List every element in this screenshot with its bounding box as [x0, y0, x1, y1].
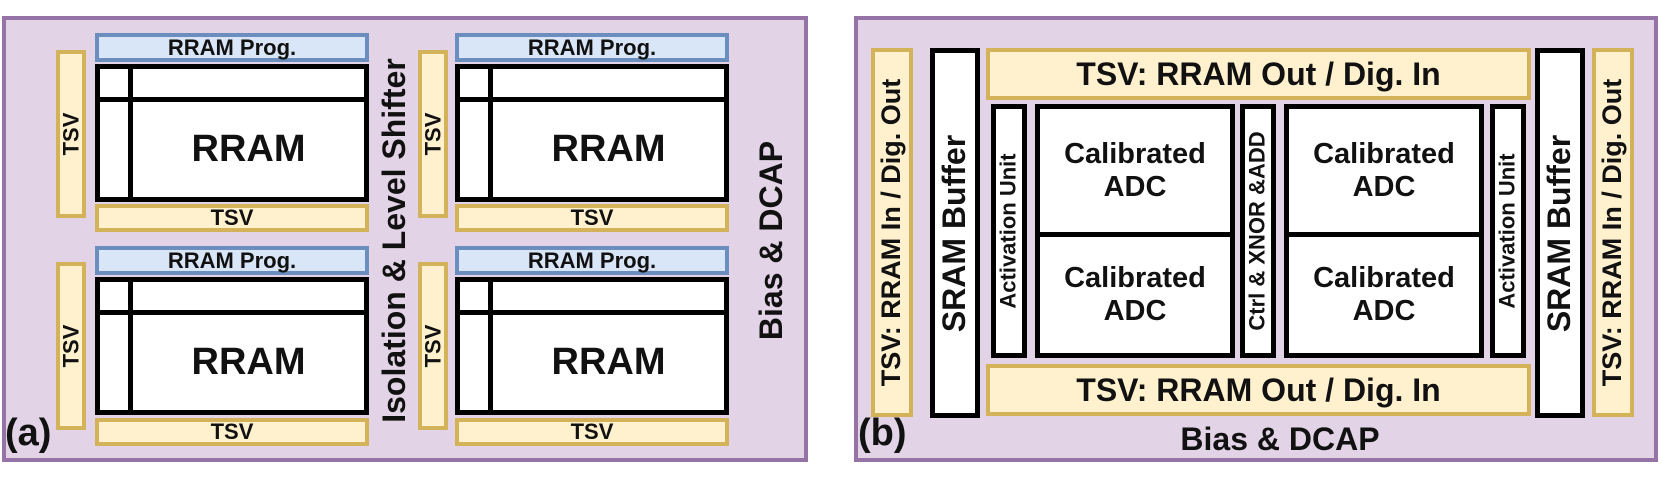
tsv-a-bottom-2: TSV	[455, 204, 729, 232]
rram-prog-2: RRAM Prog.	[455, 33, 729, 62]
sram-buffer-right-label: SRAM Buffer	[1541, 134, 1578, 332]
bias-dcap-a-label: Bias & DCAP	[753, 140, 790, 340]
calibrated-adc-4-line2: ADC	[1352, 295, 1416, 327]
rram-array-3-label: RRAM	[191, 341, 306, 383]
panel-b-label-text: (b)	[858, 412, 907, 454]
rram-array-4-label: RRAM	[551, 341, 666, 383]
rram-prog-3: RRAM Prog.	[95, 246, 369, 275]
activation-unit-left: Activation Unit	[991, 104, 1027, 358]
bias-dcap-b-label: Bias & DCAP	[1180, 420, 1380, 457]
rram-array-3: RRAM	[95, 277, 369, 415]
tsv-a-left-4: TSV	[418, 262, 448, 430]
tsv-b-bottom-label: TSV: RRAM Out / Dig. In	[1076, 371, 1441, 408]
tsv-a-bottom-1-label: TSV	[210, 205, 254, 230]
tsv-b-top: TSV: RRAM Out / Dig. In	[986, 48, 1531, 100]
rram-prog-1-label: RRAM Prog.	[167, 34, 297, 60]
tsv-b-left-label: TSV: RRAM In / Dig. Out	[876, 78, 907, 387]
tsv-b-left: TSV: RRAM In / Dig. Out	[871, 48, 913, 417]
tsv-a-left-2-label: TSV	[420, 112, 446, 156]
tsv-a-bottom-2-label: TSV	[570, 205, 614, 230]
bias-dcap-b: Bias & DCAP	[1100, 420, 1460, 458]
tsv-a-left-1: TSV	[56, 50, 86, 218]
tsv-b-right: TSV: RRAM In / Dig. Out	[1592, 48, 1634, 417]
tsv-a-bottom-4-label: TSV	[570, 419, 614, 444]
rram-prog-1: RRAM Prog.	[95, 33, 369, 62]
rram-array-4: RRAM	[455, 277, 729, 415]
rram-prog-3-label: RRAM Prog.	[167, 247, 297, 273]
calibrated-adc-2: Calibrated ADC	[1035, 232, 1235, 358]
activation-unit-right: Activation Unit	[1490, 104, 1526, 358]
tsv-a-bottom-4: TSV	[455, 418, 729, 446]
sram-buffer-left-label: SRAM Buffer	[936, 134, 973, 332]
calibrated-adc-4-line1: Calibrated	[1313, 262, 1455, 294]
calibrated-adc-1-line2: ADC	[1103, 170, 1167, 203]
calibrated-adc-4: Calibrated ADC	[1284, 232, 1484, 358]
sram-buffer-right: SRAM Buffer	[1535, 48, 1585, 418]
calibrated-adc-2-line1: Calibrated	[1064, 262, 1206, 294]
tsv-b-top-label: TSV: RRAM Out / Dig. In	[1076, 55, 1441, 92]
tsv-a-bottom-1: TSV	[95, 204, 369, 232]
calibrated-adc-1: Calibrated ADC	[1035, 104, 1235, 237]
tsv-a-left-3-label: TSV	[58, 324, 84, 368]
tsv-a-bottom-3: TSV	[95, 418, 369, 446]
rram-prog-4-label: RRAM Prog.	[527, 247, 657, 273]
tsv-a-left-3: TSV	[56, 262, 86, 430]
tsv-a-bottom-3-label: TSV	[210, 419, 254, 444]
calibrated-adc-3-line1: Calibrated	[1313, 137, 1455, 170]
rram-array-2-label: RRAM	[551, 128, 666, 170]
tsv-b-bottom: TSV: RRAM Out / Dig. In	[986, 364, 1531, 416]
rram-prog-4: RRAM Prog.	[455, 246, 729, 275]
ctrl-xnor-add: Ctrl & XNOR &ADD	[1240, 104, 1276, 358]
calibrated-adc-3-line2: ADC	[1352, 170, 1416, 203]
panel-a-label-text: (a)	[5, 412, 52, 454]
activation-unit-left-label: Activation Unit	[996, 153, 1022, 309]
activation-unit-right-label: Activation Unit	[1495, 153, 1521, 309]
isolation-level-shifter-label: Isolation & Level Shifter	[375, 57, 412, 423]
tsv-b-right-label: TSV: RRAM In / Dig. Out	[1597, 78, 1628, 387]
calibrated-adc-3: Calibrated ADC	[1284, 104, 1484, 237]
panel-a-label: (a)	[5, 412, 51, 455]
bias-dcap-a: Bias & DCAP	[752, 110, 792, 370]
panel-b-label: (b)	[858, 412, 907, 455]
tsv-a-left-1-label: TSV	[58, 112, 84, 156]
calibrated-adc-2-line2: ADC	[1103, 295, 1167, 327]
tsv-a-left-4-label: TSV	[420, 324, 446, 368]
calibrated-adc-1-line1: Calibrated	[1064, 137, 1206, 170]
rram-array-1-label: RRAM	[191, 128, 306, 170]
sram-buffer-left: SRAM Buffer	[930, 48, 980, 418]
rram-array-2: RRAM	[455, 64, 729, 202]
rram-array-1: RRAM	[95, 64, 369, 202]
rram-prog-2-label: RRAM Prog.	[527, 34, 657, 60]
isolation-level-shifter: Isolation & Level Shifter	[375, 30, 412, 450]
ctrl-xnor-add-label: Ctrl & XNOR &ADD	[1245, 131, 1271, 331]
tsv-a-left-2: TSV	[418, 50, 448, 218]
